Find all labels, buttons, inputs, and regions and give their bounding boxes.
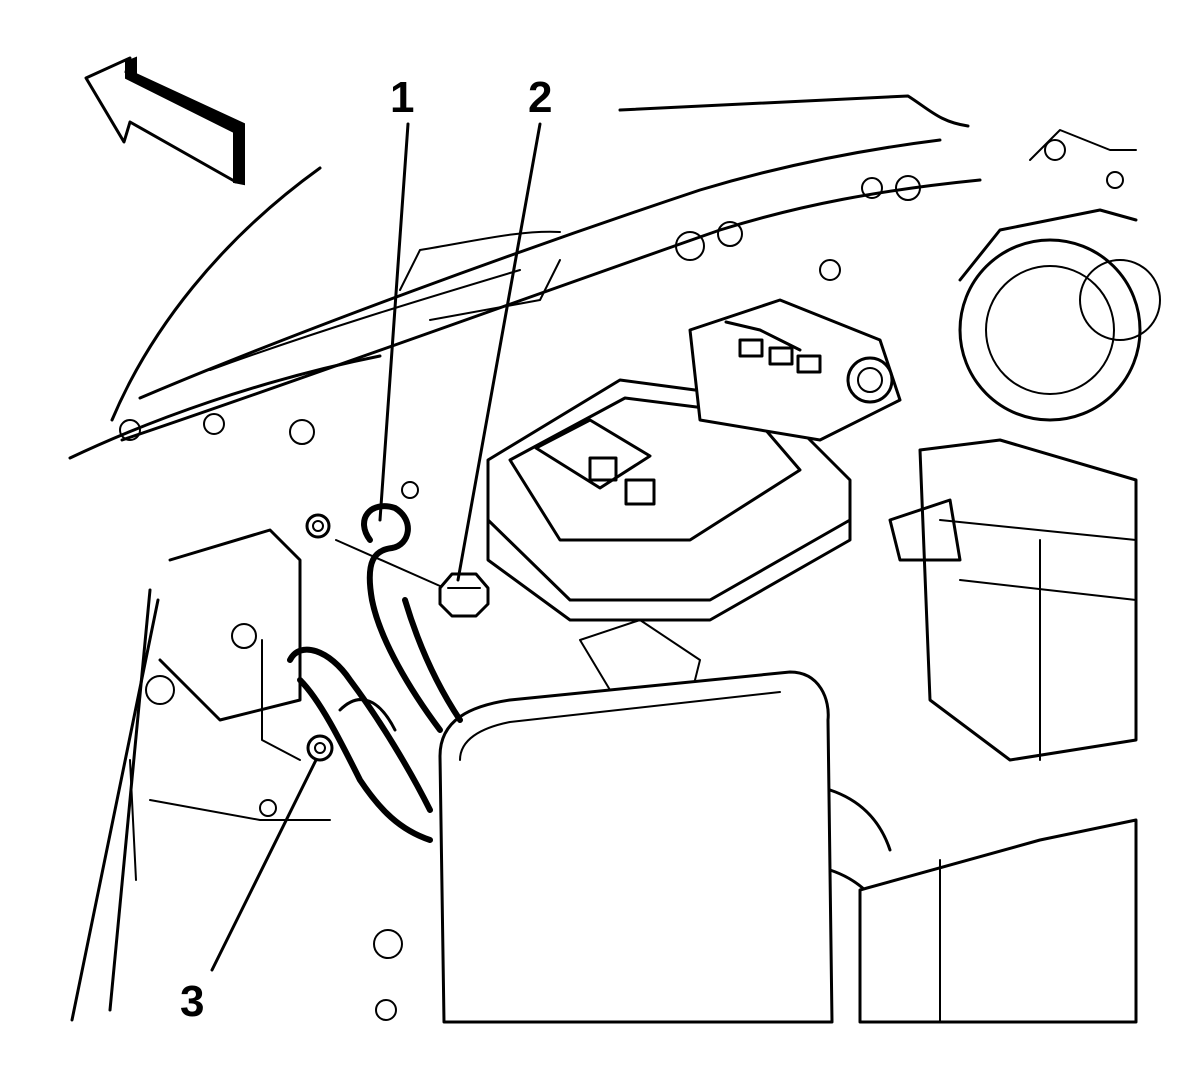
cowl-fasteners bbox=[119, 175, 921, 1021]
leader-line-1 bbox=[378, 122, 410, 522]
battery-cover bbox=[438, 670, 834, 1024]
leader-lines bbox=[210, 122, 542, 972]
terminal-nut bbox=[438, 572, 490, 618]
relay-module bbox=[688, 298, 902, 442]
leader-line-2 bbox=[456, 122, 542, 582]
callout-1: 1 bbox=[390, 73, 414, 122]
fuse-block-label-icons bbox=[534, 418, 656, 506]
stud-bolt bbox=[305, 513, 331, 539]
wiring-harness-clip bbox=[261, 639, 433, 843]
cowl-panel bbox=[120, 94, 982, 442]
air-cleaner-housing bbox=[888, 438, 1138, 762]
callout-2: 2 bbox=[528, 73, 552, 122]
battery-cable-terminal bbox=[335, 503, 463, 733]
strut-tower bbox=[958, 129, 1161, 422]
callout-3: 3 bbox=[180, 977, 204, 1026]
inner-fender-bracket bbox=[145, 528, 331, 821]
forward-arrow-icon bbox=[84, 56, 245, 186]
coolant-hose bbox=[828, 788, 1138, 1024]
fender-outline bbox=[68, 166, 382, 1022]
leader-line-3 bbox=[210, 758, 318, 972]
fuse-block bbox=[486, 378, 852, 701]
